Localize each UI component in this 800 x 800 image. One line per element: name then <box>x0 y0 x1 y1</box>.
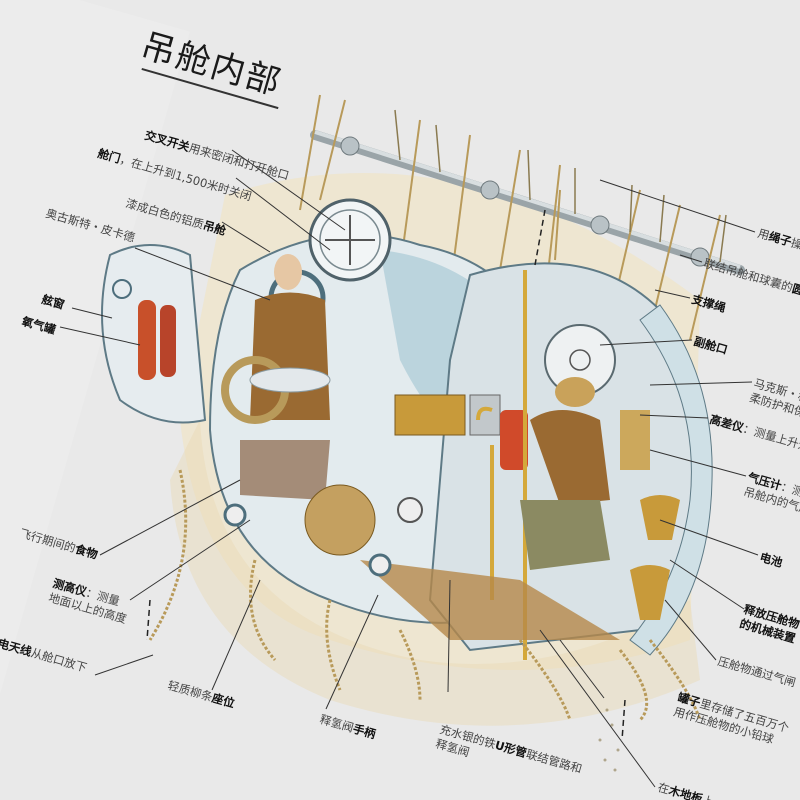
oxygen-tanks <box>138 300 176 380</box>
auguste-piccard-figure <box>221 254 331 500</box>
leader-lines <box>59 149 759 788</box>
gondola-right-half <box>360 262 713 660</box>
